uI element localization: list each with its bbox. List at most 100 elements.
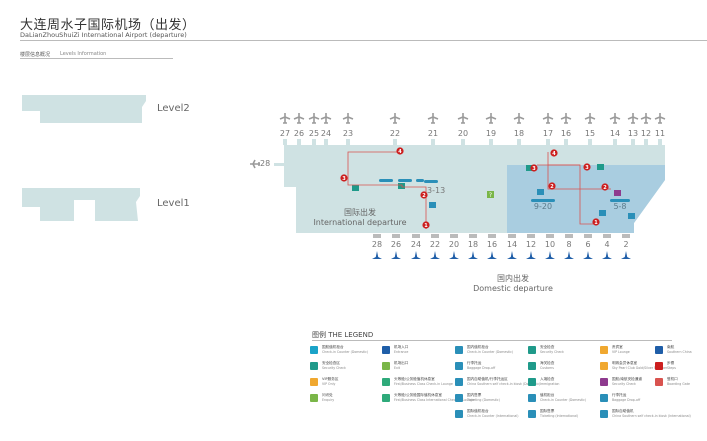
- legend-item-label-cn: 机场出口: [394, 361, 409, 365]
- entrance-icon: [621, 251, 631, 259]
- enquiry-icon: [310, 394, 318, 402]
- domestic-departure-label-en: Domestic departure: [473, 284, 553, 293]
- domestic-departure-label-cn: 国内出发: [497, 273, 529, 283]
- customs-icon: [398, 183, 405, 189]
- plane-icon: [609, 113, 621, 124]
- page-subtitle: DaLianZhouShuiZi International Airport (…: [20, 31, 187, 39]
- route-step-marker: 3: [583, 163, 591, 171]
- entrance-icon: [602, 251, 612, 259]
- plane-icon: [542, 113, 554, 124]
- level1-label[interactable]: Level1: [157, 198, 190, 209]
- legend-item-label-cn: 机场入口: [394, 345, 409, 349]
- gate-connector: [517, 139, 521, 145]
- gate-number: 14: [610, 129, 620, 138]
- intl-self-checkin-icon: [600, 410, 608, 418]
- entrance-icon: [507, 251, 517, 259]
- legend-item-label-en: Security Check: [540, 349, 564, 354]
- plane-icon: [320, 113, 332, 124]
- domestic-area: [507, 165, 665, 233]
- legend-item-label-en: China Southern self check-in kiosk (Dome…: [467, 381, 541, 386]
- domestic-counter-9-20: [531, 199, 555, 202]
- legend-title: 图例 THE LEGEND: [312, 331, 374, 339]
- levels-info-en: Levels Information: [60, 51, 107, 57]
- gate-connector: [631, 139, 635, 145]
- gate-number: 15: [585, 129, 595, 138]
- gate-bridge: [431, 234, 439, 238]
- route-step-marker: 1: [422, 221, 430, 229]
- legend-item-label-cn: 海关检查: [540, 361, 555, 365]
- legend-item-label-cn: 国际自助值机: [612, 409, 634, 413]
- intl-counter: [398, 179, 412, 182]
- legend-item-label-cn: 国际售票: [540, 409, 555, 413]
- svg-text:1: 1: [594, 220, 598, 226]
- gate-bridge: [565, 234, 573, 238]
- legend-item-label-en: Baggage Drop-off: [612, 397, 641, 402]
- intl-route: [347, 151, 427, 229]
- entrance-icon: [382, 346, 390, 354]
- self-checkin-icon: [455, 378, 463, 386]
- route-step-marker: 2: [548, 182, 556, 190]
- gate-connector: [297, 139, 301, 145]
- security-purple-icon: [614, 190, 621, 196]
- legend-item-label-en: Check-in Counter (Domestic): [540, 397, 587, 402]
- gate-connector: [564, 139, 568, 145]
- level2-label[interactable]: Level2: [157, 103, 190, 114]
- legend-item-label-en: Ticketing (Domestic): [467, 397, 500, 402]
- gate-number: 24: [411, 240, 421, 249]
- intl-departure-label-cn: 国际出发: [344, 207, 376, 217]
- legend-item-label-en: Exit: [394, 365, 401, 370]
- gate-number: 25: [309, 129, 319, 138]
- legend-item-label-en: First/Business Class Check-in Lounge: [394, 381, 453, 386]
- level1-thumbnail[interactable]: [20, 188, 150, 228]
- gate-connector: [312, 139, 316, 145]
- legend-item-label-en: Customs: [540, 365, 554, 370]
- plane-icon: [427, 113, 439, 124]
- intl-checkin-lounge-icon: [382, 394, 390, 402]
- security-check-icon: [597, 164, 604, 170]
- svg-text:2: 2: [603, 185, 607, 191]
- boarding-gate-icon: [655, 378, 663, 386]
- gate-bridge: [546, 234, 554, 238]
- step-icon: [655, 362, 663, 370]
- legend-divider: [312, 340, 672, 341]
- gate-number: 12: [526, 240, 536, 249]
- gate-connector: [346, 139, 350, 145]
- plane-icon: [513, 113, 525, 124]
- ticketing-intl-icon: [528, 410, 536, 418]
- legend-item-label-cn: VIP服务区: [322, 377, 339, 381]
- svg-text:2: 2: [422, 193, 426, 199]
- svg-text:3: 3: [532, 166, 536, 172]
- gate-number: 6: [585, 240, 590, 249]
- entrance-icon: [583, 251, 593, 259]
- gate-number: 21: [428, 129, 438, 138]
- route-step-marker: 2: [601, 183, 609, 191]
- gate-connector: [283, 139, 287, 145]
- gate-bridge: [603, 234, 611, 238]
- route-step-marker: 2: [420, 191, 428, 199]
- plane-icon: [293, 113, 305, 124]
- legend-item-label-en: Check-in Counter (International): [467, 413, 519, 418]
- gate-number: 27: [280, 129, 290, 138]
- checkin-domestic-icon: [455, 346, 463, 354]
- legend-item-label-en: Immigration: [540, 381, 560, 386]
- legend-item-label-cn: 登机口: [667, 377, 678, 381]
- baggage-icon: [429, 202, 436, 208]
- legend-item-label-cn: 安全检查区: [322, 361, 340, 365]
- plane-icon: [654, 113, 666, 124]
- domestic-counter-range-b: 5-8: [613, 202, 626, 211]
- baggage-icon: [455, 362, 463, 370]
- gate-connector: [613, 139, 617, 145]
- level2-thumbnail[interactable]: [20, 95, 150, 135]
- title-divider: [20, 40, 707, 41]
